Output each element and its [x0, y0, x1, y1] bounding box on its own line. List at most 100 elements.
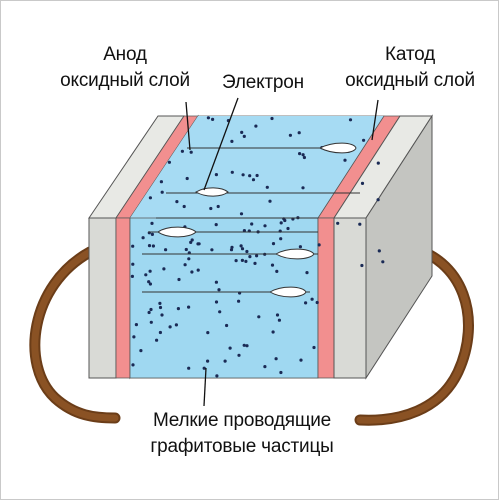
electrons — [157, 142, 357, 298]
graphite-particle — [263, 365, 267, 369]
graphite-particle — [250, 222, 254, 226]
graphite-particle — [270, 116, 274, 121]
graphite-particle — [240, 247, 245, 251]
graphite-particle — [245, 344, 249, 348]
graphite-particle — [187, 366, 191, 370]
graphite-particle — [216, 204, 220, 209]
electron-1 — [318, 142, 357, 154]
anode-label-line2: оксидный слой — [60, 70, 190, 91]
graphite-particle — [183, 263, 187, 267]
graphite-particle — [209, 206, 213, 211]
graphite-particle — [189, 150, 193, 154]
graphite-particle — [155, 338, 159, 342]
graphite-particle — [141, 236, 145, 240]
graphite-particle — [214, 173, 218, 177]
left-lead-wire-fill — [31, 248, 119, 422]
electrolyte-front — [129, 217, 319, 379]
graphite-particle — [168, 325, 172, 329]
particles-label-line1: Мелкие проводящие — [152, 410, 332, 431]
graphite-particle — [254, 124, 258, 128]
graphite-particle — [360, 181, 365, 185]
graphite-particle — [215, 374, 219, 378]
graphite-particle — [187, 305, 191, 309]
graphite-particle — [317, 243, 321, 247]
graphite-particle — [263, 224, 267, 228]
graphite-particle — [144, 273, 148, 277]
graphite-particle — [245, 249, 249, 254]
graphite-particle — [230, 245, 234, 249]
graphite-particle — [299, 358, 303, 362]
graphite-particle — [211, 117, 215, 121]
anode-label: Анод оксидный слой — [50, 42, 200, 94]
graphite-particle — [190, 270, 194, 274]
graphite-particle — [275, 313, 280, 317]
anode-label-line1: Анод — [103, 44, 147, 65]
graphite-particle — [206, 331, 210, 335]
graphite-particle — [234, 259, 238, 263]
graphite-particle — [242, 229, 246, 233]
graphite-particle — [182, 204, 186, 209]
graphite-particle — [288, 133, 292, 137]
graphite-particle — [242, 343, 246, 347]
graphite-particle — [206, 359, 210, 363]
cathode-oxide-front — [317, 217, 335, 379]
left-block-front — [88, 217, 117, 379]
graphite-particle — [268, 199, 272, 203]
graphite-particle — [298, 245, 302, 249]
graphite-particle — [257, 315, 261, 319]
graphite-particle — [240, 130, 244, 134]
graphite-particle — [158, 330, 162, 335]
graphite-particle — [301, 186, 305, 190]
graphite-particle — [358, 222, 362, 226]
graphite-particle — [196, 268, 200, 272]
graphite-particle — [271, 242, 276, 246]
graphite-particle — [253, 261, 257, 265]
graphite-particle — [312, 345, 316, 350]
graphite-particle — [150, 232, 154, 236]
right-block-side — [365, 114, 433, 380]
graphite-particle — [160, 190, 164, 194]
graphite-particle — [376, 161, 380, 165]
graphite-particle — [134, 323, 138, 327]
graphite-particle — [241, 173, 245, 177]
graphite-particle — [274, 357, 278, 361]
electron-pointer — [203, 97, 239, 191]
graphite-particle — [180, 149, 184, 153]
graphite-particle — [230, 170, 234, 174]
graphite-particle — [255, 254, 259, 258]
graphite-particle — [255, 173, 259, 178]
graphite-particle — [348, 118, 353, 122]
graphite-particle — [223, 359, 227, 363]
graphite-particle — [130, 274, 134, 278]
graphite-particle — [248, 174, 252, 178]
graphite-particle — [202, 366, 206, 370]
graphite-particle — [175, 200, 179, 204]
electron-label-text: Электрон — [222, 72, 304, 93]
cathode-label-line1: Катод — [385, 44, 435, 65]
graphite-particle — [265, 185, 269, 189]
graphite-particle — [167, 160, 171, 164]
graphite-particle — [210, 248, 214, 252]
graphite-particle — [158, 305, 163, 310]
graphite-particle — [225, 323, 229, 328]
pointer-lines — [185, 97, 379, 407]
graphite-particle — [214, 280, 218, 284]
graphite-particle — [148, 282, 152, 286]
graphite-particle — [164, 248, 168, 252]
graphite-particle — [277, 318, 281, 322]
graphite-particle — [217, 288, 221, 292]
graphite-particle — [174, 323, 178, 327]
graphite-particle — [242, 134, 246, 138]
graphite-particle — [237, 299, 241, 303]
graphite-particle — [187, 257, 191, 261]
graphite-particle — [190, 238, 194, 242]
graphite-particle — [376, 198, 380, 202]
graphite-particle — [362, 138, 366, 142]
graphite-particle — [159, 180, 163, 184]
graphite-particle — [206, 116, 210, 120]
anode-oxide-front — [115, 217, 131, 379]
graphite-particle — [286, 226, 290, 231]
graphite-particle — [229, 248, 234, 252]
graphite-particle — [279, 221, 283, 225]
graphite-particle — [131, 363, 135, 367]
